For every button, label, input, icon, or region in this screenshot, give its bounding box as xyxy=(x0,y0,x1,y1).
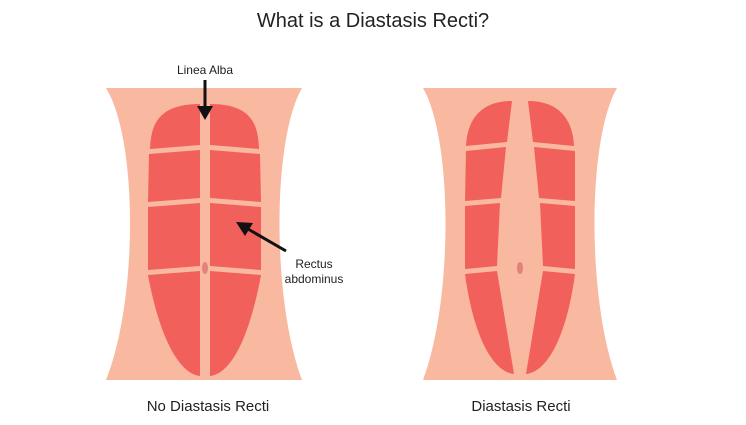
rectus-right-separated-segment-4 xyxy=(526,271,575,374)
rectus-right-segment-1 xyxy=(210,104,259,149)
rectus-abdominus-separated xyxy=(465,101,575,374)
navel-normal xyxy=(202,262,208,274)
rectus-abdominus-label-line1: Rectus xyxy=(295,257,332,271)
rectus-right-segment-2 xyxy=(210,150,261,202)
rectus-abdominus-label-line2: abdominus xyxy=(285,272,344,286)
navel-diastasis xyxy=(517,262,523,274)
rectus-left-segment-2 xyxy=(148,150,200,202)
caption-diastasis-recti: Diastasis Recti xyxy=(471,398,571,415)
torso-diastasis-skin xyxy=(423,88,617,380)
rectus-left-segment-1 xyxy=(150,104,200,149)
rectus-right-segment-3 xyxy=(210,203,261,270)
page-title: What is a Diastasis Recti? xyxy=(256,10,490,32)
torso-normal-skin xyxy=(106,88,302,380)
rectus-right-separated-segment-2 xyxy=(534,147,575,201)
rectus-left-segment-3 xyxy=(148,203,200,270)
caption-no-diastasis-recti: No Diastasis Recti xyxy=(146,398,270,415)
rectus-left-separated-segment-2 xyxy=(465,147,506,201)
linea-alba-arrow xyxy=(197,80,213,120)
torso-diastasis xyxy=(423,88,617,380)
rectus-abdominus-arrow xyxy=(236,222,287,253)
rectus-left-segment-4 xyxy=(148,271,200,376)
torso-normal xyxy=(106,88,302,380)
linea-alba-label: Linea Alba xyxy=(177,63,233,77)
rectus-right-segment-4 xyxy=(210,271,261,376)
rectus-left-separated-segment-1 xyxy=(466,101,512,146)
rectus-left-separated-segment-3 xyxy=(465,203,500,269)
rectus-right-separated-segment-1 xyxy=(528,101,574,146)
rectus-left-separated-segment-4 xyxy=(465,271,514,374)
rectus-right-separated-segment-3 xyxy=(540,203,575,269)
rectus-abdominus-normal xyxy=(148,104,261,376)
